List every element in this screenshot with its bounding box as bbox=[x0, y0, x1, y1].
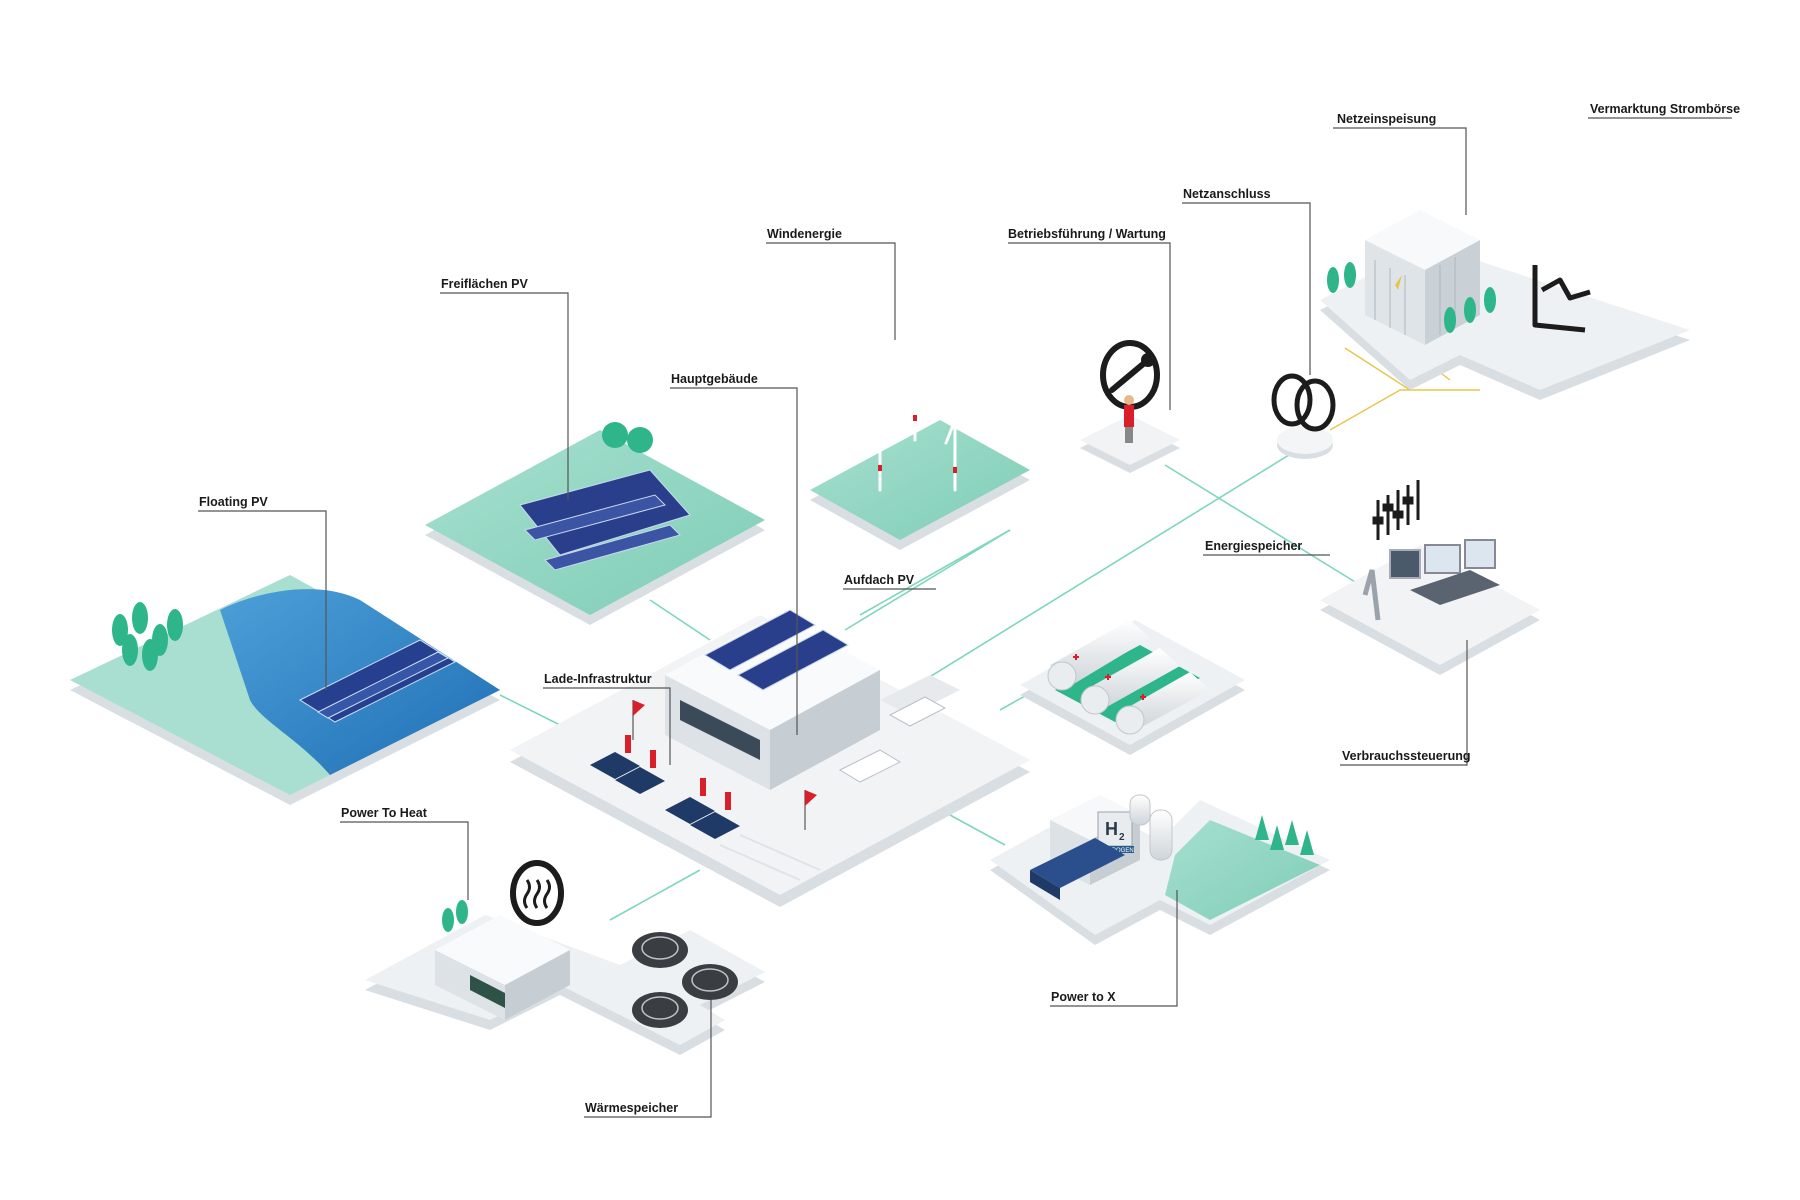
platform-betriebsfuehrung bbox=[1080, 340, 1180, 473]
h2-symbol: H bbox=[1105, 819, 1118, 839]
trees-power-to-x bbox=[1255, 815, 1314, 855]
ev-chargers-and-cars bbox=[590, 735, 740, 839]
label-freiflaechen-pv: Freiflächen PV bbox=[441, 277, 528, 291]
platform-netzeinspeisung bbox=[1320, 210, 1690, 400]
label-windenergie: Windenergie bbox=[767, 227, 842, 241]
platform-power-to-x: H 2 HYDROGEN bbox=[990, 794, 1330, 945]
label-floating-pv: Floating PV bbox=[199, 495, 268, 509]
label-waermespeicher: Wärmespeicher bbox=[585, 1101, 678, 1115]
platform-floating-pv bbox=[70, 575, 500, 805]
thermal-storage-tanks bbox=[632, 932, 738, 1028]
label-netzanschluss: Netzanschluss bbox=[1183, 187, 1271, 201]
label-lade-infrastruktur: Lade-Infrastruktur bbox=[544, 672, 652, 686]
label-aufdach-pv: Aufdach PV bbox=[844, 573, 915, 587]
trucks bbox=[838, 696, 947, 783]
hydrogen-truck bbox=[1030, 838, 1125, 900]
floating-solar-array bbox=[298, 639, 457, 723]
ground-solar-array bbox=[519, 469, 691, 571]
transformer-rings-icon bbox=[1271, 373, 1336, 432]
market-chart-icon bbox=[1532, 265, 1591, 333]
office-building bbox=[1365, 210, 1480, 345]
platform-windenergie bbox=[810, 328, 1030, 550]
technician-figure bbox=[1124, 395, 1134, 443]
platform-energiespeicher bbox=[1020, 620, 1245, 755]
trees-netz bbox=[1327, 262, 1496, 333]
main-building bbox=[665, 609, 960, 790]
platform-verbrauchssteuerung bbox=[1320, 480, 1540, 675]
callout-leader-lines bbox=[198, 117, 1732, 1118]
network-connectors bbox=[499, 444, 1361, 921]
platform-power-to-heat bbox=[365, 860, 765, 1055]
h2-subscript: 2 bbox=[1119, 832, 1125, 843]
platform-netzanschluss bbox=[1271, 373, 1336, 459]
label-hauptgebaeude: Hauptgebäude bbox=[671, 372, 758, 386]
battery-cells bbox=[1047, 620, 1210, 735]
label-vermarktung-stromboerse: Vermarktung Strombörse bbox=[1590, 102, 1740, 116]
trees-freiflaechen bbox=[602, 422, 653, 453]
label-power-to-heat: Power To Heat bbox=[341, 806, 428, 820]
label-verbrauchssteuerung: Verbrauchssteuerung bbox=[1342, 749, 1471, 763]
label-energiespeicher: Energiespeicher bbox=[1205, 539, 1302, 553]
trees-heat bbox=[442, 900, 468, 932]
hydrogen-plant: H 2 HYDROGEN bbox=[1050, 794, 1173, 885]
flags bbox=[632, 700, 817, 830]
label-power-to-x: Power to X bbox=[1051, 990, 1116, 1004]
control-desk bbox=[1362, 539, 1500, 621]
wind-turbines bbox=[863, 328, 980, 492]
trees-floating bbox=[112, 602, 183, 671]
callout-labels: Netzeinspeisung Vermarktung Strombörse N… bbox=[199, 102, 1740, 1115]
label-betriebsfuehrung-wartung: Betriebsführung / Wartung bbox=[1008, 227, 1166, 241]
heat-waves-icon bbox=[510, 860, 564, 926]
rooftop-solar-array bbox=[703, 609, 850, 691]
heat-building bbox=[435, 915, 570, 1020]
platform-freiflaechen-pv bbox=[425, 422, 765, 625]
platform-hauptgebaeude bbox=[510, 609, 1030, 907]
slider-controls-icon bbox=[1372, 480, 1420, 540]
label-netzeinspeisung: Netzeinspeisung bbox=[1337, 112, 1436, 126]
